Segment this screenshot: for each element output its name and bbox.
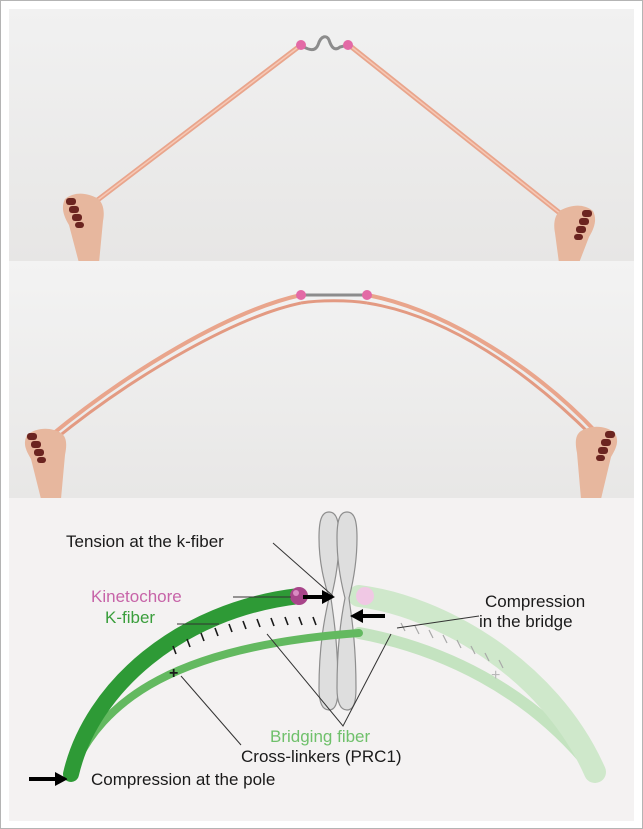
hand-icon [25, 429, 66, 498]
right-rod-inner [367, 303, 593, 437]
arrow-left-icon [350, 609, 385, 623]
spring-connector [302, 37, 348, 50]
rods-illustration [9, 9, 634, 261]
bridge-rod [301, 301, 367, 303]
right-rod-outer [367, 295, 597, 433]
kinetochore-sphere-icon [356, 587, 374, 605]
kinetochore-bead-left [296, 290, 306, 300]
kinetochore-bead-right [362, 290, 372, 300]
left-rod-inner [53, 303, 301, 441]
photo-panel-bent-rods [9, 261, 634, 498]
kinetochore-bead-left [296, 40, 306, 50]
leader-cross-linkers [181, 676, 241, 745]
compression-bridge-label-line1: Compression [485, 592, 585, 612]
hand-icon [63, 194, 104, 261]
chromosome-icon [319, 512, 357, 710]
cross-linkers-label: Cross-linkers (PRC1) [241, 747, 402, 767]
bent-rods-illustration [9, 261, 634, 498]
plus-end-left: + [169, 665, 178, 682]
k-fiber-label: K-fiber [105, 608, 155, 628]
hand-icon [576, 427, 617, 498]
compression-pole-label: Compression at the pole [91, 770, 275, 790]
tension-label: Tension at the k-fiber [66, 532, 224, 552]
kinetochore-bead-right [343, 40, 353, 50]
photo-panel-straight-rods [9, 9, 634, 261]
spindle-diagram-panel: + + [9, 498, 634, 821]
hand-icon [554, 206, 595, 261]
pole [66, 771, 76, 781]
plus-end-right: + [491, 667, 500, 684]
kinetochore-label: Kinetochore [91, 587, 182, 607]
arrow-right-icon [29, 772, 68, 786]
compression-bridge-label-line2: in the bridge [479, 612, 573, 632]
bridging-fiber-label: Bridging fiber [270, 727, 370, 747]
